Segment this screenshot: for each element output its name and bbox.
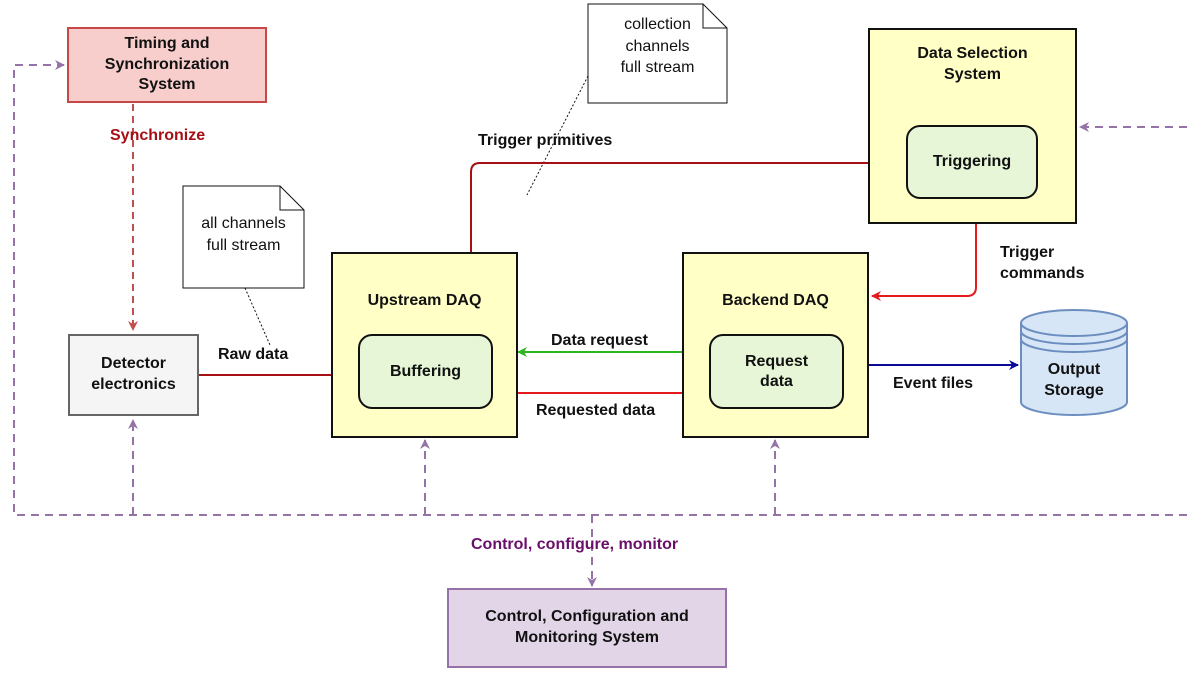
storage-line1: Output (1047, 361, 1101, 379)
request-data-line1: Request (744, 352, 809, 370)
note-collection-text: collection channels full stream (588, 14, 727, 79)
request-data-box: Request data (709, 334, 844, 409)
detector-line1: Detector (101, 355, 166, 373)
buffering-box: Buffering (358, 334, 493, 409)
synchronize-label: Synchronize (110, 127, 206, 144)
note-collection-line3: full stream (620, 59, 695, 77)
note-all-channels (182, 185, 305, 289)
timing-line1: Timing and (124, 34, 210, 52)
request-data-line2: data (760, 372, 793, 390)
backend-daq-title: Backend DAQ (722, 292, 829, 309)
output-storage-cylinder (1020, 309, 1128, 416)
data-selection-line1: Data Selection (917, 45, 1028, 62)
control-line2: Monitoring System (514, 629, 659, 646)
trigger-primitives-label: Trigger primitives (478, 132, 613, 149)
control-bus (13, 60, 1187, 587)
output-storage-label: Output Storage (1021, 356, 1127, 406)
note-all-channels-line2: full stream (206, 236, 281, 254)
control-config-monitoring-system: Control, Configuration and Monitoring Sy… (447, 588, 727, 668)
raw-data-label: Raw data (218, 346, 289, 363)
detector-line2: electronics (91, 376, 176, 393)
note-collection-line2: channels (625, 37, 690, 55)
data-request-label: Data request (551, 332, 648, 349)
triggering-box: Triggering (906, 125, 1038, 199)
requested-data-label: Requested data (536, 402, 656, 419)
note-collection-line1: collection (624, 16, 691, 33)
upstream-daq-title: Upstream DAQ (367, 292, 482, 309)
timing-sync-system: Timing and Synchronization System (67, 27, 267, 103)
trigger-commands-arrow (871, 200, 977, 301)
detector-electronics: Detector electronics (68, 334, 199, 416)
note-all-channels-text: all channels full stream (183, 213, 304, 256)
data-selection-line2: System (944, 65, 1001, 83)
note-collection-channels (587, 3, 728, 104)
timing-line3: System (138, 76, 196, 94)
control-configure-monitor-label: Control, configure, monitor (471, 536, 679, 553)
event-files-label: Event files (893, 375, 974, 392)
note-all-channels-line1: all channels (201, 215, 286, 232)
control-line1: Control, Configuration and (485, 608, 689, 626)
trigger-commands-line2: commands (1000, 264, 1085, 282)
trigger-commands-line1: Trigger (1000, 244, 1055, 261)
note-leader-all-channels (244, 287, 271, 346)
timing-line2: Synchronization (104, 55, 230, 73)
storage-line2: Storage (1044, 382, 1104, 399)
trigger-commands-label: Trigger commands (1000, 243, 1084, 285)
trigger-primitives-arrow (470, 158, 903, 252)
